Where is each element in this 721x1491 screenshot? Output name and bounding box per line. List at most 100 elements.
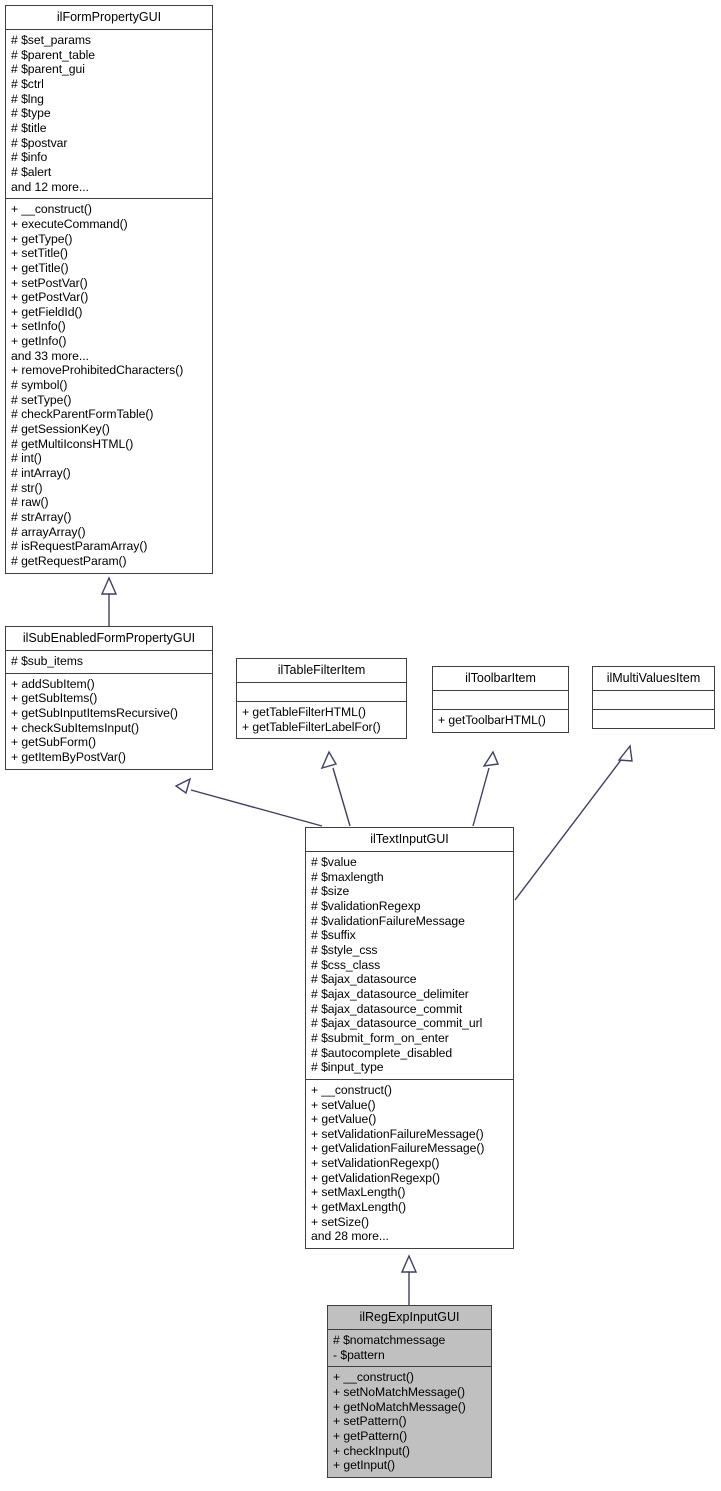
operation-row: # getSessionKey() xyxy=(11,422,110,437)
operation-row: + getSubForm() xyxy=(11,735,96,750)
edge-textinput-to-toolbaritem xyxy=(472,750,499,827)
attribute-row: # $value xyxy=(311,855,357,869)
operation-row: + setValidationFailureMessage() xyxy=(311,1126,484,1141)
attribute-row: # $lng xyxy=(11,91,44,106)
attribute-row: # $type xyxy=(11,106,51,121)
operation-row: + addSubItem() xyxy=(11,676,95,691)
edge-textinput-to-multivaluesitem xyxy=(514,744,633,901)
operation-row: + getNoMatchMessage() xyxy=(333,1399,466,1414)
operation-row: + executeCommand() xyxy=(11,216,128,231)
class-operations-ilmultivaluesitem xyxy=(593,710,714,728)
operation-row: + checkInput() xyxy=(333,1443,410,1458)
operation-row: # str() xyxy=(11,480,43,495)
operation-row: + getTableFilterHTML() xyxy=(242,705,366,719)
operation-row: + setSize() xyxy=(311,1214,370,1229)
class-attributes-ilformpropertygui: # $set_params # $parent_table # $parent_… xyxy=(6,30,212,200)
operation-row: + getMaxLength() xyxy=(311,1200,407,1215)
operation-row: # int() xyxy=(11,451,42,466)
operation-row: + getValidationRegexp() xyxy=(311,1170,441,1185)
operation-row: + setInfo() xyxy=(11,319,66,334)
operation-row: + getInfo() xyxy=(11,334,67,349)
class-attributes-iltablefilteritem xyxy=(237,683,406,702)
class-title-ilregexpinputgui: ilRegExpInputGUI xyxy=(328,1306,491,1330)
attribute-row: # $parent_gui xyxy=(11,62,85,77)
attribute-row: # $ajax_datasource_commit xyxy=(311,1001,463,1016)
class-operations-ilsubenabledformpropertygui: + addSubItem() + getSubItems() + getSubI… xyxy=(6,674,212,769)
class-box-ilformpropertygui[interactable]: ilFormPropertyGUI # $set_params # $paren… xyxy=(5,5,213,574)
operation-row: # arrayArray() xyxy=(11,524,86,539)
operation-row: + getInput() xyxy=(333,1458,396,1473)
class-operations-iltextinputgui: + __construct() + setValue() + getValue(… xyxy=(306,1080,513,1248)
attribute-row: # $css_class xyxy=(311,957,381,972)
class-operations-ilregexpinputgui: + __construct() + setNoMatchMessage() + … xyxy=(328,1367,491,1477)
attribute-row: # $maxlength xyxy=(311,869,384,884)
operation-row: + __construct() xyxy=(11,202,92,217)
attribute-row: # $sub_items xyxy=(11,654,83,668)
attribute-row: # $size xyxy=(311,884,350,899)
class-title-iltoolbaritem: ilToolbarItem xyxy=(433,667,568,691)
edge-regexpinput-to-textinput xyxy=(400,1254,418,1305)
operation-row: + getPostVar() xyxy=(11,290,89,305)
operation-row: # getMultiIconsHTML() xyxy=(11,436,134,451)
attribute-row: # $postvar xyxy=(11,135,68,150)
class-title-ilformpropertygui: ilFormPropertyGUI xyxy=(6,6,212,30)
class-attributes-ilmultivaluesitem xyxy=(593,691,714,710)
class-attributes-iltextinputgui: # $value # $maxlength # $size # $validat… xyxy=(306,852,513,1080)
operation-row: + getPattern() xyxy=(333,1428,408,1443)
operation-row: # raw() xyxy=(11,495,49,510)
operation-row: + __construct() xyxy=(333,1370,414,1385)
operation-row: # checkParentFormTable() xyxy=(11,407,154,422)
attribute-row-more: and 12 more... xyxy=(11,179,89,194)
operation-row: # intArray() xyxy=(11,466,71,481)
class-operations-iltablefilteritem: + getTableFilterHTML() + getTableFilterL… xyxy=(237,702,406,738)
attribute-row: # $autocomplete_disabled xyxy=(311,1045,453,1060)
operation-row: + checkSubItemsInput() xyxy=(11,720,139,735)
attribute-row: # $ajax_datasource_commit_url xyxy=(311,1016,483,1031)
operation-row: + getValidationFailureMessage() xyxy=(311,1141,485,1156)
attribute-row: # $parent_table xyxy=(11,47,95,62)
operation-row-more: and 33 more... xyxy=(11,348,89,363)
class-box-iltextinputgui[interactable]: ilTextInputGUI # $value # $maxlength # $… xyxy=(305,827,514,1250)
class-box-iltoolbaritem[interactable]: ilToolbarItem + getToolbarHTML() xyxy=(432,666,569,733)
operation-row: + setTitle() xyxy=(11,246,68,261)
class-attributes-ilsubenabledformpropertygui: # $sub_items xyxy=(6,651,212,674)
operation-row: + setValue() xyxy=(311,1097,376,1112)
class-title-iltablefilteritem: ilTableFilterItem xyxy=(237,659,406,683)
attribute-row: # $nomatchmessage xyxy=(333,1333,446,1347)
attribute-row: # $input_type xyxy=(311,1060,384,1075)
operation-row: + getToolbarHTML() xyxy=(438,713,546,727)
operation-row: + setMaxLength() xyxy=(311,1185,406,1200)
attribute-row: # $set_params xyxy=(11,33,91,47)
class-attributes-ilregexpinputgui: # $nomatchmessage - $pattern xyxy=(328,1330,491,1368)
operation-row: + removeProhibitedCharacters() xyxy=(11,363,184,378)
class-attributes-iltoolbaritem xyxy=(433,691,568,710)
operation-row: + getFieldId() xyxy=(11,304,83,319)
operation-row: # isRequestParamArray() xyxy=(11,539,148,554)
attribute-row: # $title xyxy=(11,120,47,135)
operation-row: + setPostVar() xyxy=(11,275,88,290)
operation-row: + getSubItems() xyxy=(11,691,98,706)
attribute-row: # $ctrl xyxy=(11,76,44,91)
class-box-ilsubenabledformpropertygui[interactable]: ilSubEnabledFormPropertyGUI # $sub_items… xyxy=(5,626,213,770)
class-title-iltextinputgui: ilTextInputGUI xyxy=(306,828,513,852)
operation-row: + setPattern() xyxy=(333,1414,407,1429)
class-box-iltablefilteritem[interactable]: ilTableFilterItem + getTableFilterHTML()… xyxy=(236,658,407,740)
operation-row: # setType() xyxy=(11,392,72,407)
attribute-row: # $suffix xyxy=(311,928,356,943)
attribute-row: # $alert xyxy=(11,164,52,179)
edge-subenabled-to-formproperty xyxy=(100,576,118,626)
operation-row: + getType() xyxy=(11,231,73,246)
operation-row: # getRequestParam() xyxy=(11,553,127,568)
operation-row: + setNoMatchMessage() xyxy=(333,1384,466,1399)
class-box-ilregexpinputgui[interactable]: ilRegExpInputGUI # $nomatchmessage - $pa… xyxy=(327,1305,492,1478)
operation-row: + getValue() xyxy=(311,1112,377,1127)
attribute-row: # $validationRegexp xyxy=(311,898,421,913)
class-operations-ilformpropertygui: + __construct() + executeCommand() + get… xyxy=(6,199,212,572)
operation-row-more: and 28 more... xyxy=(311,1229,389,1244)
attribute-row: - $pattern xyxy=(333,1347,385,1362)
edge-textinput-to-tablefilteritem xyxy=(320,750,351,827)
operation-row: + getTitle() xyxy=(11,260,69,275)
class-box-ilmultivaluesitem[interactable]: ilMultiValuesItem xyxy=(592,666,715,729)
operation-row: + setValidationRegexp() xyxy=(311,1156,440,1171)
